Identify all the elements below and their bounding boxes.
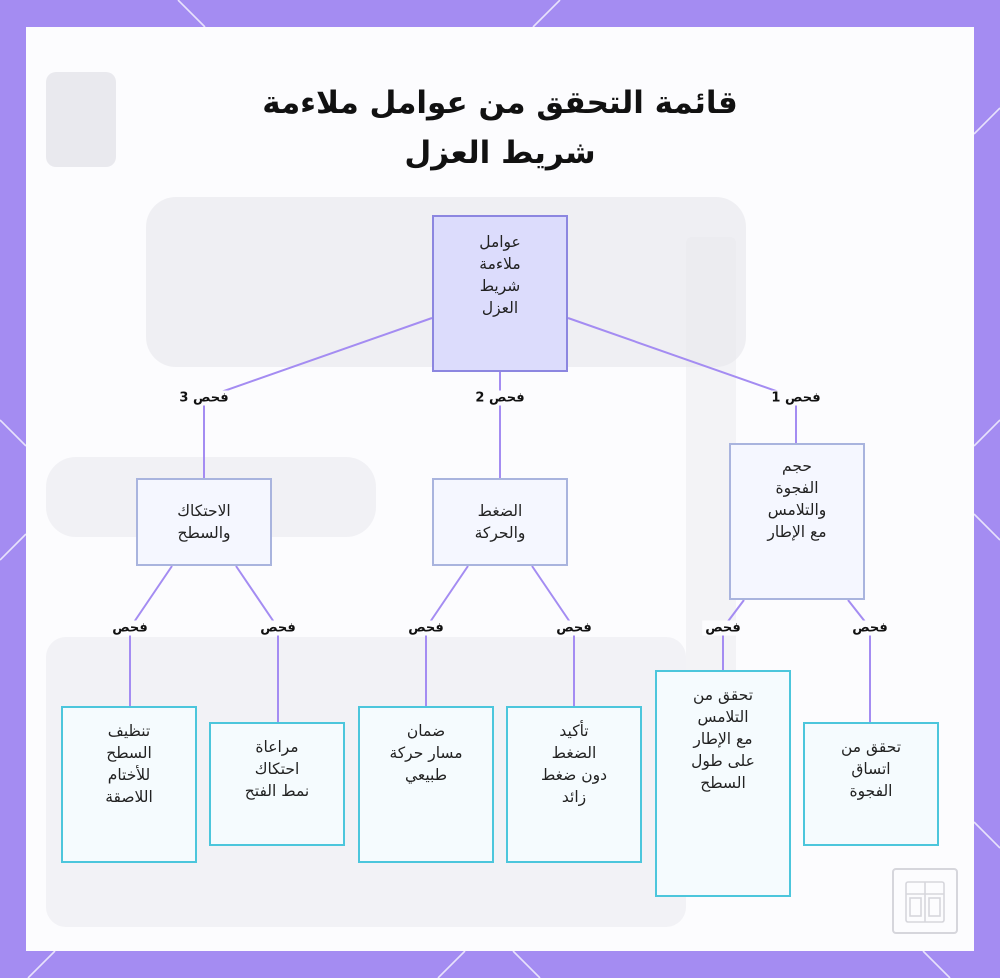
edge-label-check: فحص <box>849 620 891 636</box>
node-friction-surface[interactable]: الاحتكاك والسطح <box>136 478 272 566</box>
edge-label-check-3: فحص 3 <box>176 390 232 406</box>
edge-label-check-1: فحص 1 <box>768 390 824 406</box>
edge-compression-natural <box>425 565 469 706</box>
edge-compression-over <box>531 565 575 706</box>
leaf-confirm-no-over-compression[interactable]: تأكيد الضغط دون ضغط زائد <box>506 706 642 863</box>
leaf-clean-surface-adhesive[interactable]: تنظيف السطح للأختام اللاصقة <box>61 706 197 863</box>
edge-friction-opening <box>235 565 279 722</box>
node-compression-movement[interactable]: الضغط والحركة <box>432 478 568 566</box>
leaf-verify-frame-contact[interactable]: تحقق من التلامس مع الإطار على طول السطح <box>655 670 791 897</box>
edge-root-friction <box>203 317 433 478</box>
leaf-consider-opening-friction[interactable]: مراعاة احتكاك نمط الفتح <box>209 722 345 846</box>
edge-label-check: فحص <box>553 620 595 636</box>
edge-label-check-2: فحص 2 <box>472 390 528 406</box>
root-node-weatherstrip-fit-factors[interactable]: عوامل ملاءمة شريط العزل <box>432 215 568 372</box>
edge-label-check: فحص <box>405 620 447 636</box>
page-title: قائمة التحقق من عوامل ملاءمة شريط العزل <box>262 85 738 171</box>
edge-friction-clean <box>129 565 173 706</box>
edge-label-check: فحص <box>257 620 299 636</box>
edge-gap-consistency <box>847 599 871 722</box>
leaf-ensure-natural-path[interactable]: ضمان مسار حركة طبيعي <box>358 706 494 863</box>
edge-root-gap <box>567 317 797 443</box>
leaf-verify-gap-consistency[interactable]: تحقق من اتساق الفجوة <box>803 722 939 846</box>
edge-label-check: فحص <box>702 620 744 636</box>
logo-badge-icon <box>892 868 958 934</box>
node-gap-size-frame-contact[interactable]: حجم الفجوة والتلامس مع الإطار <box>729 443 865 600</box>
edge-label-check: فحص <box>109 620 151 636</box>
